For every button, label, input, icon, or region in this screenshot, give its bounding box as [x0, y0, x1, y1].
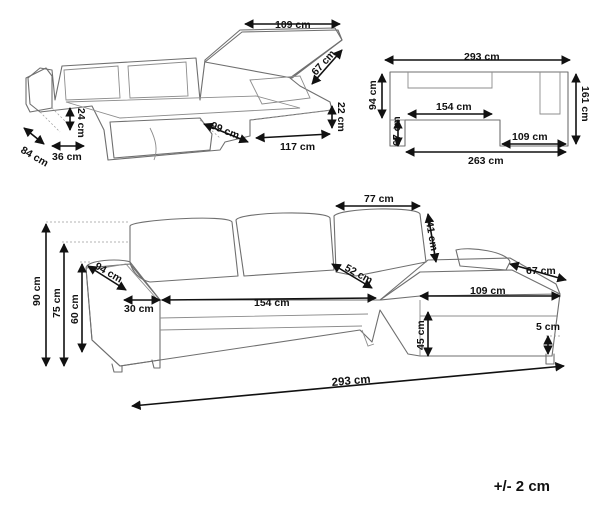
dim-back-cushion-height: 41 cm [423, 220, 440, 251]
dim-back-cushion-width: 77 cm [364, 193, 394, 205]
open-storage-bin [249, 75, 311, 105]
dim-arrow-293-front [131, 362, 565, 410]
open-pullout-handle [149, 127, 157, 161]
dim-storage-lid-width: 109 cm [275, 19, 311, 31]
top-view-back-line [407, 72, 493, 89]
dim-overall-width-top: 293 cm [464, 51, 500, 63]
dim-arm-width-open: 36 cm [52, 151, 82, 163]
front-view: 77 cm 41 cm 90 cm 75 cm 60 cm 94 cm 52 c… [31, 193, 567, 410]
front-back-cushion-2 [235, 212, 335, 277]
dim-arrow-99 [203, 122, 249, 144]
dim-arrow-52 [331, 263, 373, 289]
dim-arrow-67-front [509, 261, 567, 283]
open-sofa-outline [27, 27, 343, 161]
front-foot-left [111, 363, 123, 373]
dim-arrow-117 [255, 129, 331, 143]
top-view-chaise-line [539, 72, 561, 115]
dim-back-height: 75 cm [51, 288, 63, 318]
open-bed-view: 109 cm 67 cm 24 cm 84 cm 36 cm 99 cm 117… [19, 19, 348, 169]
front-back-cushion-1 [129, 217, 239, 283]
dim-corner-depth: 52 cm [343, 262, 375, 287]
front-mechanism [361, 329, 375, 347]
front-seat-edge [159, 313, 369, 331]
dim-seat-width-front: 154 cm [254, 297, 290, 309]
dim-chaise-depth-top: 161 cm [579, 86, 591, 122]
dim-arrow-41 [424, 213, 440, 263]
front-chaise-headrest [455, 248, 511, 271]
dim-arrow-94-front [87, 265, 127, 291]
dim-arm-width-front: 30 cm [124, 303, 154, 315]
dim-arm-height: 60 cm [69, 294, 81, 324]
open-seat-plane [65, 95, 301, 119]
open-back-cushion-2 [127, 61, 189, 99]
dim-overall-width-front: 293 cm [331, 374, 371, 389]
dim-chaise-width-top: 109 cm [512, 131, 548, 143]
front-chaise-front [419, 300, 558, 356]
dim-bed-length-top: 263 cm [468, 155, 504, 167]
open-armrest [25, 67, 53, 113]
dim-arrow-84 [23, 127, 45, 145]
dim-storage-lid-depth: 67 cm [309, 48, 338, 78]
dim-chaise-storage-height: 22 cm [335, 102, 347, 132]
dim-armrest-height: 24 cm [75, 108, 87, 138]
dim-sofa-depth-top: 94 cm [367, 80, 379, 110]
dim-seat-depth-top: 67 cm [391, 116, 403, 146]
tolerance-note: +/- 2 cm [493, 478, 550, 495]
dim-arrow-67-lid [311, 49, 343, 85]
dim-seat-height: 45 cm [415, 320, 427, 350]
open-back-cushion-1 [63, 65, 121, 101]
dim-arm-depth-front: 94 cm [93, 260, 125, 285]
dim-bed-pullout: 99 cm [209, 120, 241, 142]
dim-overall-height: 90 cm [31, 276, 43, 306]
front-height-guides [46, 221, 560, 337]
dim-inner-length-top: 154 cm [436, 101, 472, 113]
dim-arrow-154-front [161, 293, 377, 305]
top-view: 293 cm 94 cm 154 cm 161 cm 67 cm 109 cm … [367, 51, 591, 167]
dim-chaise-width-front: 109 cm [470, 285, 506, 297]
dim-chaise-length-open: 117 cm [280, 141, 315, 153]
dim-chaise-depth-front: 67 cm [526, 265, 556, 277]
dim-leg-height: 5 cm [536, 321, 560, 333]
open-storage-lid [204, 29, 343, 79]
dim-arm-depth-open: 84 cm [19, 144, 51, 169]
